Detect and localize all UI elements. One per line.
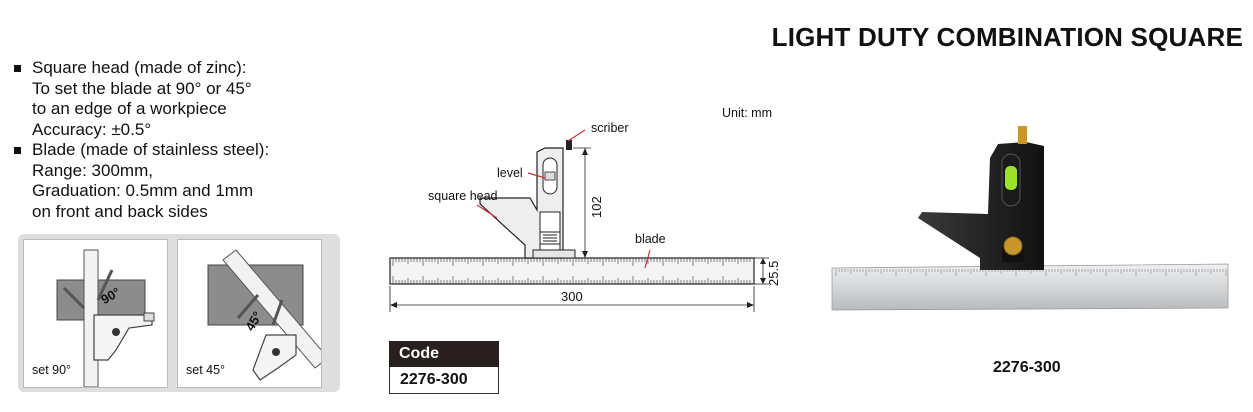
feature-line: Square head (made of zinc):	[32, 58, 247, 77]
blade-graduations	[392, 258, 751, 284]
set-90-label: set 90°	[32, 363, 72, 377]
set-90-illustration: 90° set 90°	[23, 239, 168, 388]
scriber-pin	[566, 140, 572, 150]
photo-blade	[831, 263, 1229, 311]
feature-line: on front and back sides	[32, 201, 208, 221]
set-angle-panel: 90° set 90° 45° set 45°	[18, 234, 340, 392]
code-table: Code 2276-300	[389, 341, 499, 394]
feature-list: Square head (made of zinc): To set the b…	[14, 58, 344, 222]
length-dimension: 300	[561, 289, 583, 304]
bullet-icon	[14, 65, 21, 72]
feature-line: Blade (made of stainless steel):	[32, 140, 270, 159]
feature-line: To set the blade at 90° or 45°	[32, 78, 252, 98]
unit-label: Unit: mm	[722, 106, 772, 120]
blade-label: blade	[635, 232, 666, 246]
photo-lock-knob	[1003, 236, 1023, 256]
square-head-label: square head	[428, 189, 498, 203]
code-table-header: Code	[389, 341, 499, 367]
set-45-label: set 45°	[186, 363, 226, 377]
feature-line: Graduation: 0.5mm and 1mm	[32, 181, 254, 200]
photo-square-head	[918, 142, 1044, 270]
blade-outline	[389, 257, 755, 285]
technical-drawing: scriber level square head blade 102 25.5…	[389, 121, 781, 312]
head-height-dimension: 102	[589, 196, 604, 218]
photo-blade-graduations	[835, 269, 1227, 276]
feature-line: Accuracy: ±0.5°	[32, 119, 152, 139]
feature-line: to an edge of a workpiece	[32, 99, 227, 118]
page-title: LIGHT DUTY COMBINATION SQUARE	[771, 22, 1243, 52]
feature-blade: Blade (made of stainless steel): Range: …	[14, 140, 344, 222]
level-label: level	[497, 166, 523, 180]
feature-square-head: Square head (made of zinc): To set the b…	[14, 58, 344, 140]
blade-width-dimension: 25.5	[766, 261, 781, 286]
code-table-value: 2276-300	[389, 367, 499, 394]
bullet-icon	[14, 147, 21, 154]
set-45-drawing: 45°	[207, 249, 321, 381]
product-photo	[831, 126, 1229, 311]
photo-scriber	[1018, 126, 1027, 144]
set-45-illustration: 45° set 45°	[177, 239, 322, 388]
scriber-label: scriber	[591, 121, 629, 135]
photo-level-vial	[1005, 166, 1017, 190]
feature-line: Range: 300mm,	[32, 160, 153, 180]
set-90-drawing: 90°	[56, 249, 155, 387]
photo-caption: 2276-300	[993, 359, 1061, 376]
